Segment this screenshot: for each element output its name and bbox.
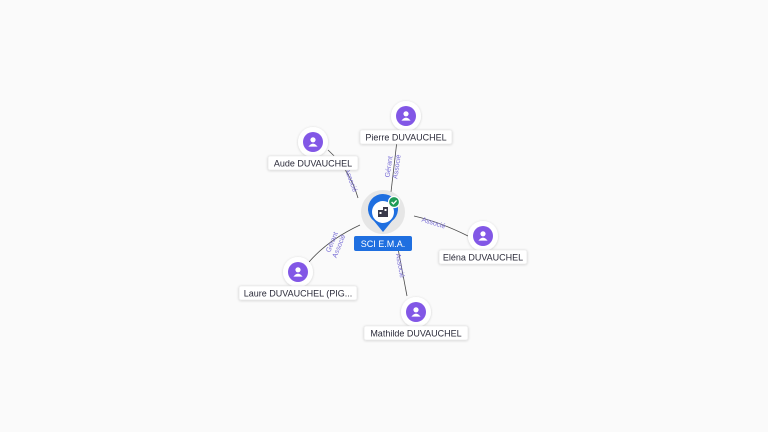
person-label: Mathilde DUVAUCHEL (370, 329, 461, 339)
edge-label: Associé (343, 168, 358, 194)
person-icon (288, 262, 308, 282)
person-label-box (438, 249, 528, 265)
edge-line (327, 149, 359, 199)
person-label-box (363, 325, 469, 341)
edge-line (308, 224, 361, 263)
company-label-box (354, 236, 412, 251)
person-icon (396, 106, 416, 126)
edge-label: Associé (394, 253, 405, 278)
person-label: Aude DUVAUCHEL (274, 159, 352, 169)
person-label-box (359, 129, 453, 145)
person-node-mathilde[interactable]: Mathilde DUVAUCHEL (363, 297, 469, 341)
edge-line (413, 215, 469, 237)
person-icon (473, 226, 493, 246)
company-label: SCI E.M.A. (361, 239, 406, 249)
check-icon (387, 195, 401, 209)
edge-label: Gérant (385, 156, 395, 178)
edge-elena[interactable]: Associé (413, 215, 469, 237)
person-label-box (238, 285, 358, 301)
nodes-layer: Pierre DUVAUCHEL Aude DUVAUCHEL Eléna DUVA… (238, 101, 528, 341)
person-node-elena[interactable]: Eléna DUVAUCHEL (438, 221, 528, 265)
person-label: Eléna DUVAUCHEL (443, 253, 523, 263)
edge-label: Associé (392, 154, 402, 179)
person-node-aude[interactable]: Aude DUVAUCHEL (267, 127, 359, 171)
person-icon (303, 132, 323, 152)
edge-label: Associé (421, 217, 447, 231)
person-label: Pierre DUVAUCHEL (365, 133, 446, 143)
person-node-pierre[interactable]: Pierre DUVAUCHEL (359, 101, 453, 145)
person-label: Laure DUVAUCHEL (PIG... (244, 289, 353, 299)
building-icon (378, 207, 388, 217)
person-icon (406, 302, 426, 322)
person-node-laure[interactable]: Laure DUVAUCHEL (PIG... (238, 257, 358, 301)
person-label-box (267, 155, 359, 171)
company-node[interactable]: SCI E.M.A. (354, 190, 412, 251)
